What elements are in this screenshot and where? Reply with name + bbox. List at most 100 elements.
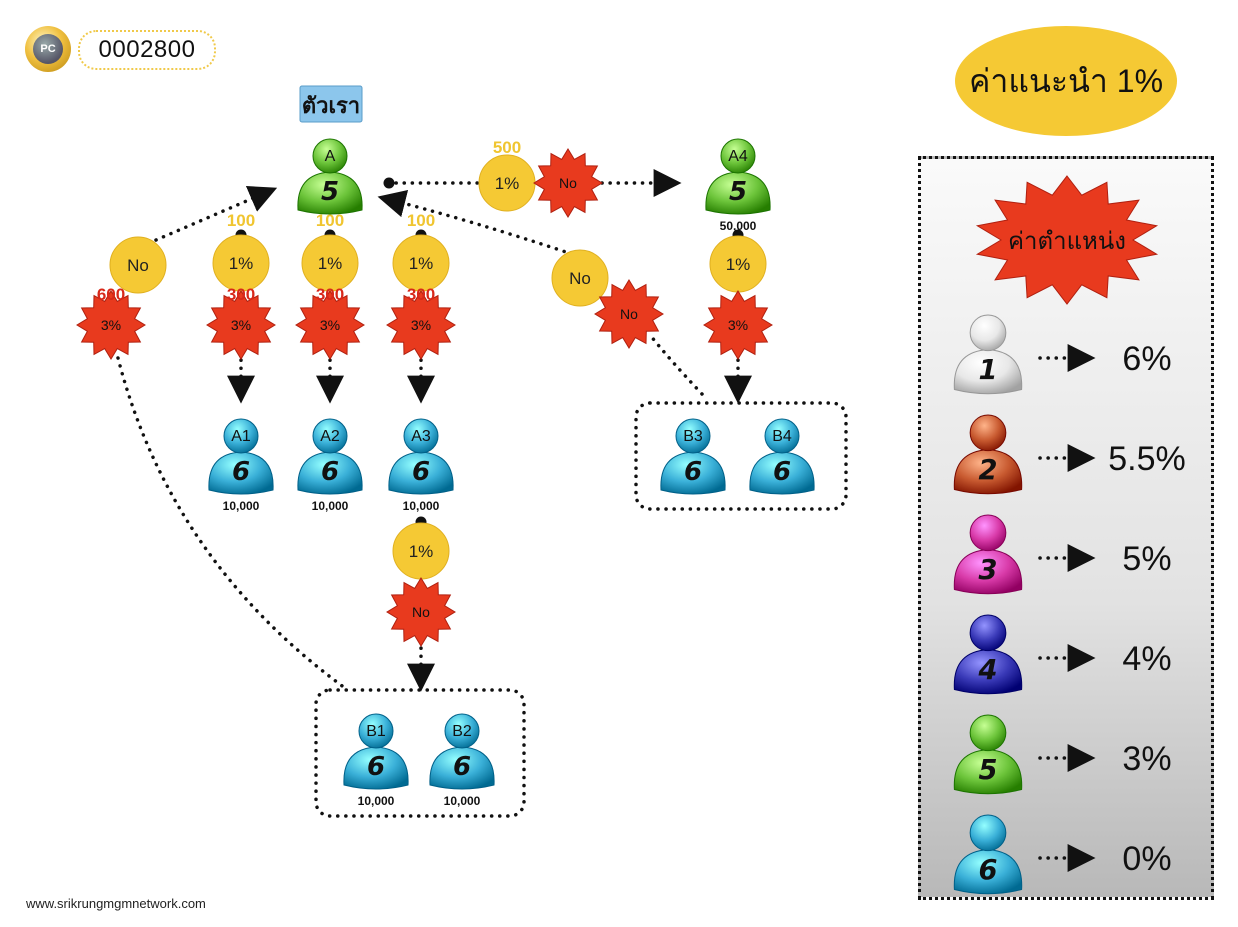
person-a3-value: 10,000 (403, 499, 440, 513)
connector-no-b3-to-a (377, 189, 574, 256)
panel-level-3-icon-body (953, 549, 1023, 595)
star-3pct-left (76, 290, 146, 360)
person-b2-value: 10,000 (444, 794, 481, 808)
star-3pct-a1 (206, 290, 276, 360)
person-a1-label: A1 (231, 428, 251, 445)
panel-level-2-icon-body (953, 449, 1023, 495)
person-layer: 5 5 6 6 6 6 6 6 6 1 2 3 4 5 6 (208, 138, 1023, 895)
referral-rate-bubble: ค่าแนะนำ 1% (955, 26, 1177, 136)
person-a4-head (720, 138, 756, 174)
person-a4-body (705, 171, 771, 215)
person-a3-rank: 6 (412, 457, 430, 487)
panel-level-5-icon-body (953, 749, 1023, 795)
person-b2-head (444, 713, 480, 749)
person-a3-body (388, 451, 454, 495)
panel-level-4-icon: 4 (953, 614, 1023, 695)
panel-level-4-icon-rank: 4 (978, 655, 998, 686)
panel-title-text: ค่าตำแหน่ง (1008, 228, 1126, 255)
panel-level-2-icon-head (969, 414, 1007, 452)
person-b1: 6 (343, 713, 409, 790)
panel-level-6-icon: 6 (953, 814, 1023, 895)
panel-level-5-icon-rank: 5 (979, 755, 998, 786)
badge-layer (76, 85, 1159, 647)
badge-1pct-a2-label: 1% (318, 254, 343, 273)
panel-level-3-icon-rank: 3 (979, 555, 998, 586)
person-b3-body (660, 451, 726, 495)
person-a2-body (297, 451, 363, 495)
star-no-a4-label: No (559, 175, 577, 191)
person-a: 5 (297, 138, 363, 215)
panel-level-3-icon-head (969, 514, 1007, 552)
star-3pct-a3 (386, 290, 456, 360)
panel-level-6-icon-head (969, 814, 1007, 852)
person-a4: 5 (705, 138, 771, 215)
person-b4-body (749, 451, 815, 495)
panel-level-5-icon: 5 (953, 714, 1023, 795)
person-a1-head (223, 418, 259, 454)
badge-1pct-a1-label: 1% (229, 254, 254, 273)
person-a-label: A (325, 148, 336, 165)
coin-logo-text: PC (33, 34, 63, 64)
person-b4-head (764, 418, 800, 454)
person-a2-rank: 6 (321, 457, 339, 487)
star-no-a3-b-label: No (412, 604, 430, 620)
person-b2-body (429, 746, 495, 790)
panel-level-4-icon-body (953, 649, 1023, 695)
person-a1-rank: 6 (232, 457, 250, 487)
person-a1-value: 10,000 (223, 499, 260, 513)
us-label-box (299, 85, 363, 123)
coin-logo-icon: PC (25, 26, 71, 72)
badge-1pct-a4-down-label: 1% (726, 255, 751, 274)
panel-level-6-percent: 0% (1122, 840, 1171, 878)
person-b3-rank: 6 (684, 457, 702, 487)
person-b2-label: B2 (452, 723, 472, 740)
person-b3-head (675, 418, 711, 454)
star-3pct-a4 (703, 290, 773, 360)
amount-a2-referral: 100 (316, 211, 344, 230)
star-3pct-a1-label: 3% (231, 317, 251, 333)
panel-level-2-icon-rank: 2 (979, 455, 998, 486)
amount-a1-position: 300 (227, 285, 255, 304)
amount-left-position: 600 (97, 285, 125, 304)
star-3pct-a2 (295, 290, 365, 360)
star-3pct-a4-label: 3% (728, 317, 748, 333)
group-box-b3-b4 (634, 401, 848, 511)
star-no-b3-label: No (620, 306, 638, 322)
badge-1pct-a3-down-label: 1% (409, 542, 434, 561)
panel-level-6-icon-body (953, 849, 1023, 895)
person-b1-rank: 6 (367, 752, 385, 782)
connector-b1-to-left (116, 356, 347, 690)
group-box-b1-b2 (314, 688, 526, 818)
person-a4-label: A4 (728, 148, 748, 165)
panel-level-1-icon: 1 (953, 314, 1023, 395)
person-a2: 6 (297, 418, 363, 495)
person-b3-label: B3 (683, 428, 703, 445)
panel-level-4-icon-head (969, 614, 1007, 652)
panel-level-5-percent: 3% (1122, 740, 1171, 778)
panel-title-star (975, 175, 1159, 305)
star-3pct-a2-label: 3% (320, 317, 340, 333)
person-a-body (297, 171, 363, 215)
panel-level-3-icon: 3 (953, 514, 1023, 595)
star-no-a3-b (386, 577, 456, 647)
person-a2-value: 10,000 (312, 499, 349, 513)
person-a2-head (312, 418, 348, 454)
person-b4: 6 (749, 418, 815, 495)
footer-website: www.srikrungmgmnetwork.com (26, 896, 206, 911)
badge-no-b3-label: No (569, 269, 591, 288)
panel-level-4-percent: 4% (1122, 640, 1171, 678)
connector-layer (116, 169, 1096, 872)
person-a3-head (403, 418, 439, 454)
person-b2-rank: 6 (453, 752, 471, 782)
person-a3-label: A3 (411, 428, 431, 445)
person-a1-body (208, 451, 274, 495)
panel-level-1-icon-body (953, 349, 1023, 395)
person-b1-label: B1 (366, 723, 386, 740)
person-b4-rank: 6 (773, 457, 791, 487)
badge-1pct-a3-label: 1% (409, 254, 434, 273)
coin-counter: 0002800 (78, 30, 216, 70)
panel-level-2-icon: 2 (953, 414, 1023, 495)
panel-level-1-icon-rank: 1 (979, 355, 998, 386)
